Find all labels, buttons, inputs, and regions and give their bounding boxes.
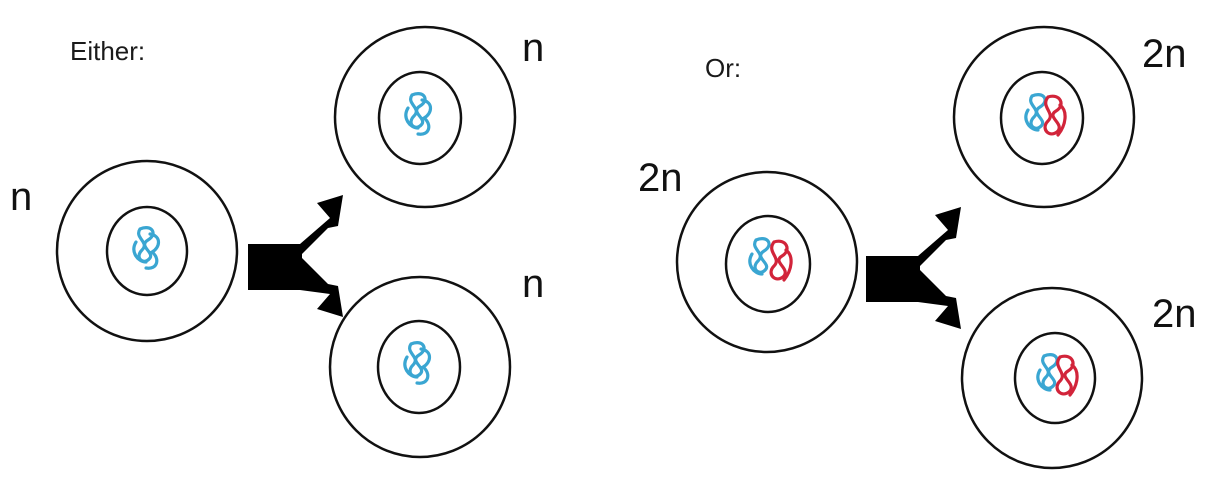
chromosome-blue-icon	[405, 343, 430, 384]
either-caption: Either:	[70, 38, 145, 64]
left-daughter-top-cell	[335, 27, 515, 207]
right-daughter-bottom-ploidy-label: 2n	[1152, 294, 1197, 334]
chromosome-red-icon	[1045, 96, 1065, 135]
left-daughter-bottom-cell	[330, 277, 510, 457]
split-arrow-right-icon	[866, 207, 961, 329]
right-daughter-top-cell	[954, 27, 1134, 207]
chromosome-blue-icon	[750, 239, 769, 274]
left-daughter-bottom-ploidy-label: n	[522, 264, 544, 304]
chromosome-blue-icon	[1038, 355, 1057, 390]
chromosome-red-icon	[771, 241, 791, 280]
right-daughter-top-ploidy-label: 2n	[1142, 34, 1187, 74]
chromosome-blue-icon	[406, 94, 431, 135]
cell-membrane	[954, 27, 1134, 207]
or-caption: Or:	[705, 55, 741, 81]
left-parent-cell	[57, 161, 237, 341]
cell-membrane	[677, 172, 857, 352]
split-arrow-left-icon	[248, 195, 343, 317]
chromosome-red-icon	[1057, 356, 1077, 395]
nucleus	[1015, 333, 1095, 423]
left-parent-ploidy-label: n	[10, 177, 32, 217]
right-parent-cell	[677, 172, 857, 352]
nucleus	[726, 216, 810, 312]
right-parent-ploidy-label: 2n	[638, 158, 683, 198]
chromosome-blue-icon	[1026, 95, 1045, 130]
right-daughter-bottom-cell	[962, 288, 1142, 468]
chromosome-blue-icon	[134, 228, 159, 269]
left-daughter-top-ploidy-label: n	[522, 28, 544, 68]
